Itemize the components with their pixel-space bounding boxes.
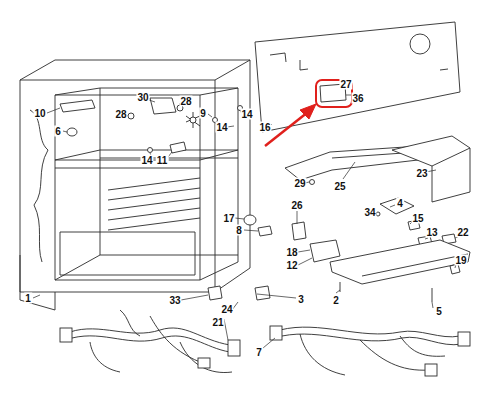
callout-number: 33 xyxy=(168,295,181,306)
callout-number: 25 xyxy=(333,181,346,192)
cabinet-liner xyxy=(20,60,250,292)
callout-number: 28 xyxy=(179,96,192,107)
control-parts xyxy=(330,240,470,284)
wire-harness xyxy=(60,310,470,376)
control-parts xyxy=(450,264,460,274)
callout-number: 19 xyxy=(454,255,467,266)
callout-number: 17 xyxy=(222,213,235,224)
control-parts xyxy=(208,286,222,300)
wire-harness xyxy=(282,334,462,345)
callout-number: 34 xyxy=(363,207,376,218)
wire-harness xyxy=(300,334,445,375)
wire-harness xyxy=(425,364,437,376)
callout-number: 8 xyxy=(235,225,243,236)
liner-parts xyxy=(60,98,243,153)
cabinet-liner xyxy=(20,255,55,310)
callout-number: 14 xyxy=(140,155,153,166)
wire-harness xyxy=(120,310,200,362)
callout-number: 14 xyxy=(240,109,253,120)
liner-parts xyxy=(128,113,134,119)
callout-number: 23 xyxy=(415,168,428,179)
liner-parts xyxy=(190,117,196,123)
callout-number: 36 xyxy=(351,93,364,104)
callout-number: 13 xyxy=(425,227,438,238)
control-parts xyxy=(340,282,432,302)
wire-harness xyxy=(60,328,72,342)
cabinet-liner xyxy=(55,95,200,280)
cabinet-liner xyxy=(30,110,48,262)
wire-harness xyxy=(198,358,210,368)
control-parts xyxy=(362,254,468,276)
callout-number: 7 xyxy=(255,347,263,358)
wire-harness xyxy=(228,340,240,356)
wire-harness xyxy=(458,332,470,346)
callout-number: 16 xyxy=(258,122,271,133)
wire-harness xyxy=(72,336,230,352)
callout-number: 21 xyxy=(211,317,224,328)
evaporator-cover xyxy=(392,136,470,202)
callout-number: 2 xyxy=(332,295,340,306)
liner-parts xyxy=(60,100,95,112)
control-parts xyxy=(310,240,340,262)
callout-number: 27 xyxy=(339,79,352,90)
callout-number: 24 xyxy=(220,304,233,315)
control-parts xyxy=(208,198,470,302)
wire-harness xyxy=(90,342,232,373)
liner-parts xyxy=(148,148,153,153)
callout-number: 15 xyxy=(411,213,424,224)
callout-number: 11 xyxy=(156,155,169,166)
callout-number: 4 xyxy=(396,198,404,209)
liner-parts xyxy=(186,112,200,128)
callout-number: 18 xyxy=(285,247,298,258)
callout-number: 29 xyxy=(293,178,306,189)
rear-panel xyxy=(410,34,430,54)
rear-panel xyxy=(255,22,460,132)
control-parts xyxy=(292,222,306,240)
cabinet-liner xyxy=(20,60,250,292)
callout-number: 30 xyxy=(136,92,149,103)
cabinet-liner xyxy=(108,178,200,230)
callout-number: 22 xyxy=(456,227,469,238)
callout-number: 10 xyxy=(33,108,46,119)
callout-number: 9 xyxy=(199,108,207,119)
leader-lines xyxy=(33,100,458,348)
evaporator-cover xyxy=(310,180,315,185)
liner-parts xyxy=(150,98,176,114)
evaporator-cover xyxy=(432,148,470,166)
control-parts xyxy=(380,198,414,214)
cabinet-liner xyxy=(60,232,195,275)
callout-number: 12 xyxy=(285,260,298,271)
control-parts xyxy=(258,226,272,236)
rear-panel xyxy=(270,53,448,70)
wire-harness xyxy=(280,327,460,337)
leader-lines xyxy=(33,100,458,348)
callout-number: 3 xyxy=(297,294,305,305)
control-parts xyxy=(255,286,270,300)
control-parts xyxy=(244,215,256,225)
callout-number: 26 xyxy=(290,200,303,211)
callout-number: 28 xyxy=(114,109,127,120)
callout-number: 5 xyxy=(435,306,443,317)
control-parts xyxy=(376,212,380,216)
callout-number: 1 xyxy=(24,293,32,304)
callout-number: 14 xyxy=(215,122,228,133)
liner-parts xyxy=(170,142,186,153)
wire-harness xyxy=(70,328,230,345)
wire-harness xyxy=(270,326,282,340)
rear-panel xyxy=(255,22,460,146)
evaporator-cover xyxy=(285,136,470,202)
callout-number: 6 xyxy=(54,126,62,137)
cabinet-liner xyxy=(55,88,238,280)
cabinet-liner xyxy=(20,60,250,310)
rear-panel xyxy=(300,104,316,119)
liner-parts xyxy=(67,128,77,136)
